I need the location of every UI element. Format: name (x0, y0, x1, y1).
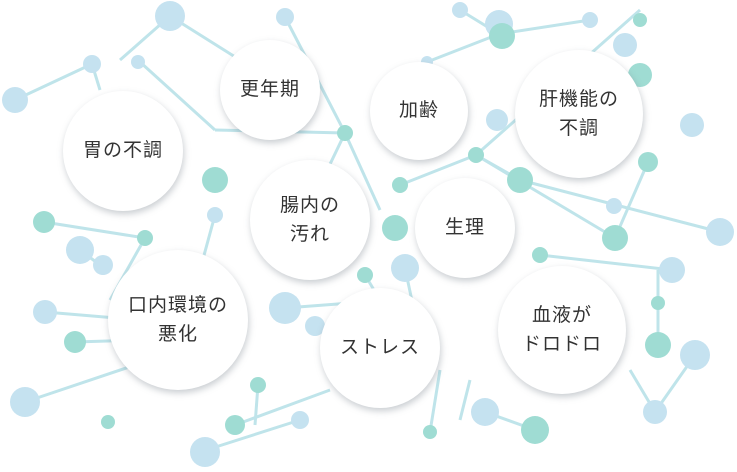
bubble-gut: 腸内の 汚れ (250, 160, 370, 280)
bubble-oral: 口内環境の 悪化 (108, 250, 248, 390)
bubble-stomach: 胃の不調 (63, 91, 183, 211)
bubble-liver: 肝機能の 不調 (515, 50, 643, 178)
bubble-gut-label: 腸内の 汚れ (279, 193, 340, 245)
bubble-menopause: 更年期 (220, 40, 320, 140)
bubble-aging: 加齢 (370, 62, 468, 160)
bubble-blood: 血液が ドロドロ (498, 266, 626, 394)
bubble-blood-label: 血液が ドロドロ (521, 303, 602, 355)
bubble-stomach-label: 胃の不調 (82, 139, 163, 162)
bubble-stress: ストレス (320, 288, 440, 408)
bubble-aging-label: 加齢 (398, 99, 439, 122)
bubble-period-label: 生理 (444, 216, 485, 239)
bubble-stress-label: ストレス (339, 336, 420, 359)
bubble-liver-label: 肝機能の 不調 (538, 87, 619, 139)
bubble-menopause-label: 更年期 (239, 78, 300, 101)
bubble-period: 生理 (415, 178, 515, 278)
bubble-oral-label: 口内環境の 悪化 (127, 293, 228, 345)
